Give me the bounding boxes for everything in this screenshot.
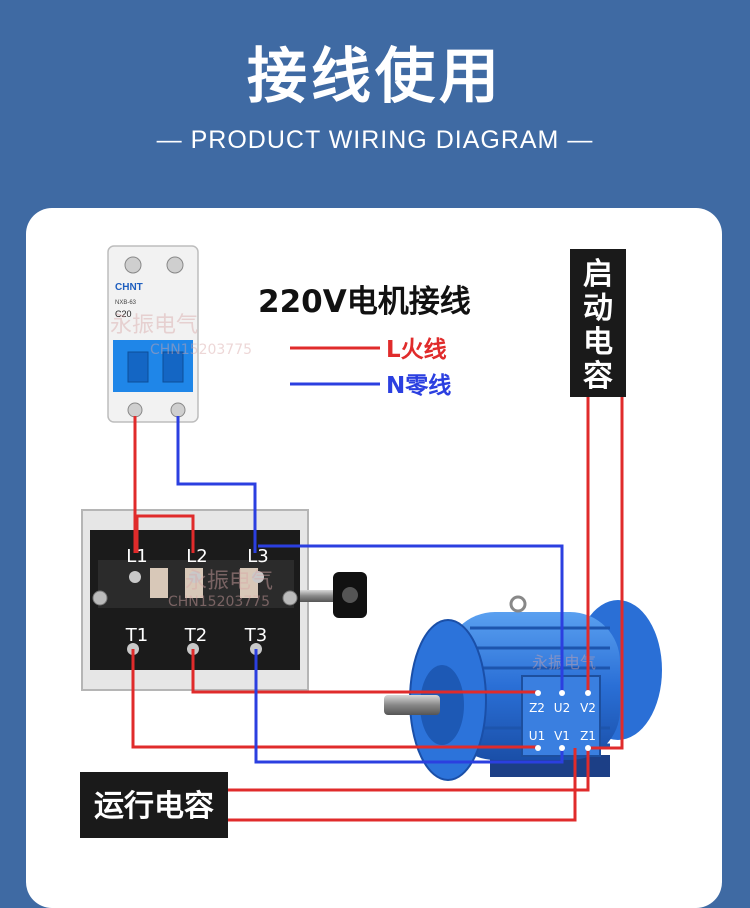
- switch-terminal-label: L3: [247, 546, 268, 567]
- start-capacitor: 启 动 电 容: [570, 249, 626, 397]
- motor: Z2 U2 V2 U1 V1 Z1: [384, 595, 662, 781]
- switch-terminal-label: L1: [126, 546, 147, 567]
- motor-terminal-label: V1: [554, 729, 570, 743]
- motor-terminal-label: U1: [529, 729, 545, 743]
- breaker-rating: C20: [115, 309, 132, 319]
- reversing-switch: L1 L2 L3 T1 T2 T3: [81, 509, 367, 691]
- watermark-text: 永振电气: [185, 569, 273, 594]
- diagram-title: 220V电机接线: [258, 284, 471, 320]
- start-capacitor-char: 电: [583, 325, 613, 360]
- legend-live-label: L火线: [386, 336, 447, 363]
- watermark-code: CHN15203775: [150, 342, 252, 358]
- run-capacitor: 运行电容: [80, 772, 228, 838]
- wiring-diagram: CHNT NXB-63 C20 永振电气 CHN15203775 220V电机接…: [80, 245, 662, 838]
- watermark-code: CHN15203775: [168, 594, 270, 610]
- switch-terminal-label: T3: [244, 625, 267, 646]
- motor-terminal-dots: [535, 690, 591, 751]
- wires: [131, 397, 624, 822]
- switch-terminal-label: T1: [125, 625, 148, 646]
- start-capacitor-char: 动: [583, 291, 613, 326]
- page-title: 接线使用: [247, 42, 503, 112]
- breaker-terminal-l: [127, 402, 143, 418]
- watermark-text: 永振电气: [532, 653, 596, 672]
- motor-terminal-label: U2: [554, 701, 570, 715]
- motor-terminal-label: Z2: [529, 701, 545, 715]
- circuit-breaker: CHNT NXB-63 C20: [107, 245, 199, 423]
- start-capacitor-char: 容: [583, 359, 613, 394]
- switch-terminal-label: T2: [184, 625, 207, 646]
- run-capacitor-label: 运行电容: [94, 789, 214, 824]
- switch-terminal-label: L2: [186, 546, 207, 567]
- start-capacitor-char: 启: [583, 257, 613, 292]
- watermark-text: 永振电气: [110, 313, 198, 338]
- breaker-model: NXB-63: [115, 300, 137, 306]
- motor-terminal-label: Z1: [580, 729, 596, 743]
- legend-neutral-label: N零线: [386, 372, 451, 399]
- breaker-terminal-n: [170, 402, 186, 418]
- motor-terminal-label: V2: [580, 701, 596, 715]
- breaker-brand: CHNT: [115, 282, 143, 293]
- page-subtitle: — PRODUCT WIRING DIAGRAM —: [156, 126, 594, 154]
